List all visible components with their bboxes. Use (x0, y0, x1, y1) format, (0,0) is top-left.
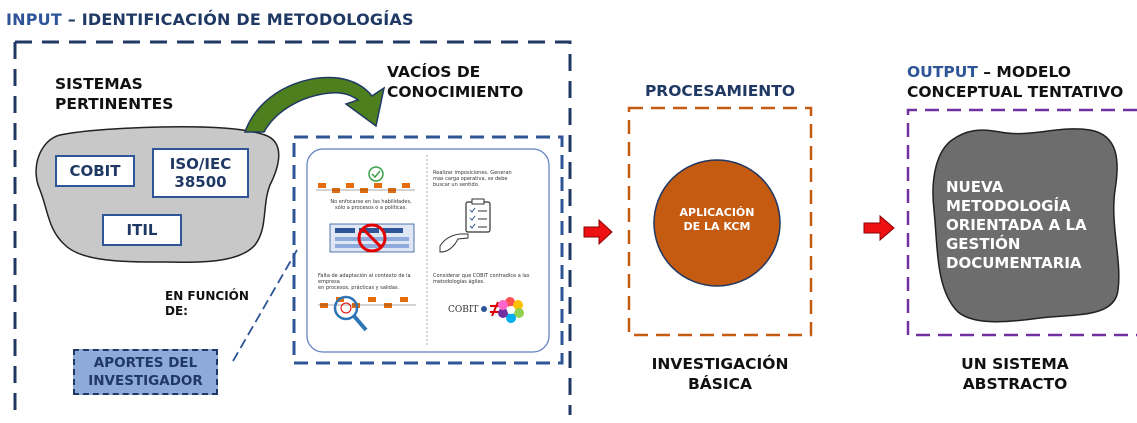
aportes-line2: INVESTIGADOR (88, 373, 203, 389)
aportes-line1: APORTES DEL (93, 355, 198, 371)
gap-text-2-line3: buscar un sentido. (433, 182, 480, 188)
vacios-title: VACÍOS DE CONOCIMIENTO (387, 62, 523, 102)
green-arrow-icon (243, 76, 386, 133)
gap-text-1-line2: sólo a procesos o a políticas. (335, 205, 407, 211)
output-caption-line2: ABSTRACTO (962, 375, 1068, 393)
output-blob-line1: NUEVA (946, 178, 1004, 196)
gap-text-1-line1: No enfocarse en las habilidades, (330, 199, 412, 205)
kcm-circle-label: APLICACIÓN DE LA KCM (662, 206, 772, 234)
input-title: – IDENTIFICACIÓN DE METODOLOGÍAS (61, 10, 414, 29)
output-blob-line4: GESTIÓN (946, 235, 1021, 253)
input-header: INPUT – IDENTIFICACIÓN DE METODOLOGÍAS (6, 10, 414, 29)
sistemas-title-line1: SISTEMAS (55, 75, 143, 93)
output-caption-line1: UN SISTEMA (961, 355, 1069, 373)
gaps-frame (292, 135, 564, 365)
clipboard-icon (465, 198, 491, 233)
output-caption: UN SISTEMA ABSTRACTO (930, 354, 1100, 394)
output-title: OUTPUT – MODELO CONCEPTUAL TENTATIVO (907, 62, 1123, 102)
output-keyword: OUTPUT (907, 63, 978, 81)
gap-text-4-line1: Considerar que COBIT contradice a las (433, 273, 530, 279)
red-arrow-1-icon (583, 218, 613, 246)
iso-label-line1: ISO/IEC (169, 155, 232, 173)
procesamiento-caption-line2: BÁSICA (687, 375, 753, 393)
aportes-box: APORTES DEL INVESTIGADOR (73, 349, 218, 395)
gap-text-2: Realizar imposiciones. Generan mas carga… (433, 170, 543, 188)
output-frame (906, 108, 1137, 337)
sistemas-title: SISTEMAS PERTINENTES (55, 74, 173, 114)
cobit-logo-text: COBIT (448, 305, 478, 315)
gap-text-3-line2: en procesos, prácticas y salidas. (318, 285, 400, 291)
gap-text-3-line1: Falta de adaptación al contexto de la em… (318, 273, 411, 285)
itil-label: ITIL (126, 221, 158, 239)
gap-text-1: No enfocarse en las habilidades, sólo a … (318, 199, 424, 211)
agile-flower-icon (498, 297, 524, 323)
output-title-rest: – MODELO (977, 63, 1071, 81)
kcm-line2: DE LA KCM (683, 220, 751, 233)
procesamiento-caption: INVESTIGACIÓN BÁSICA (629, 354, 811, 394)
gap-text-4-line2: metodologías ágiles. (433, 279, 485, 285)
processing-frame (627, 106, 813, 337)
kcm-line1: APLICACIÓN (679, 206, 755, 219)
output-blob (932, 128, 1120, 323)
itil-box: ITIL (102, 214, 182, 246)
check-circle-icon (368, 166, 384, 182)
gap-text-2-line1: Realizar imposiciones. Generan (433, 170, 512, 176)
output-blob-line2: METODOLOGÍA (946, 197, 1071, 215)
output-blob-line3: ORIENTADA A LA (946, 216, 1087, 234)
pointing-hand-icon (439, 233, 469, 253)
funcion-line1: EN FUNCIÓN (165, 289, 249, 303)
output-title-line2: CONCEPTUAL TENTATIVO (907, 83, 1124, 101)
input-frame (13, 40, 572, 420)
red-arrow-2-icon (863, 214, 895, 242)
funcion-line2: DE: (165, 304, 188, 318)
gap-text-2-line2: mas carga operativa, se debe (433, 176, 508, 182)
aportes-connector (232, 249, 298, 362)
output-blob-label: NUEVA METODOLOGÍA ORIENTADA A LA GESTIÓN… (946, 178, 1087, 273)
procesamiento-title: PROCESAMIENTO (644, 82, 796, 100)
input-keyword: INPUT (6, 10, 62, 29)
funcion-label: EN FUNCIÓN DE: (165, 289, 249, 319)
prohibition-icon (357, 223, 387, 253)
gap-text-3: Falta de adaptación al contexto de la em… (318, 273, 426, 291)
procesamiento-caption-line1: INVESTIGACIÓN (651, 355, 789, 373)
vacios-line1: VACÍOS DE (387, 63, 481, 81)
cobit-box: COBIT (55, 155, 135, 187)
gap-text-4: Considerar que COBIT contradice a las me… (433, 273, 545, 285)
kcm-circle (653, 159, 781, 287)
cobit-label: COBIT (69, 162, 121, 180)
output-blob-line5: DOCUMENTARIA (946, 254, 1082, 272)
gaps-panel (306, 148, 550, 353)
magnifier-icon (333, 295, 359, 321)
iso-label-line2: 38500 (174, 173, 227, 191)
sistemas-title-line2: PERTINENTES (55, 95, 174, 113)
vacios-line2: CONOCIMIENTO (387, 83, 524, 101)
process-flow-top-icon (318, 183, 410, 193)
